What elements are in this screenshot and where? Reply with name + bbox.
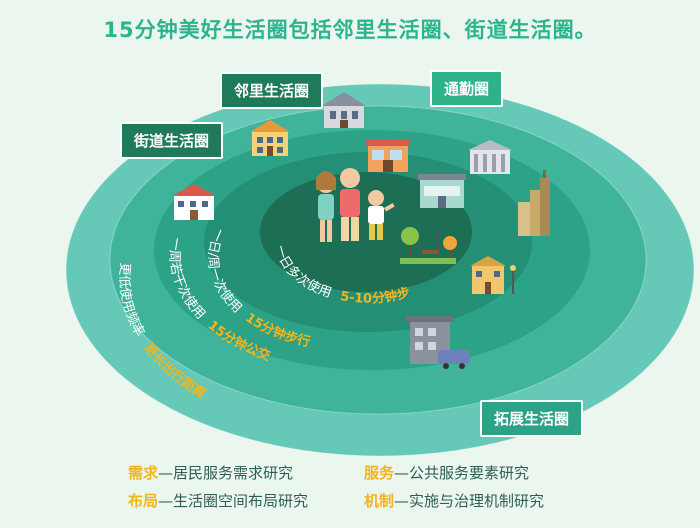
layout-text: —生活圈空间布局研究 [158,492,309,510]
neighborhood-circle-tag: 邻里生活圈 [220,72,324,109]
page-title: 15分钟美好生活圈包括邻里生活圈、街道生活圈。 [103,18,597,42]
layout-key: 布局 [128,492,159,510]
demand-line: 需求—居民服务需求研究 [128,462,293,483]
demand-key: 需求 [128,464,159,482]
mechanism-line: 机制—实施与治理机制研究 [364,490,544,511]
expand-circle-tag: 拓展生活圈 [480,400,584,437]
service-key: 服务 [364,464,395,482]
shop-icon [366,140,410,172]
family-icon [316,168,395,242]
skyscraper-icon [518,170,550,236]
hospital-icon [406,316,470,369]
apartment-icon [250,120,290,156]
library-icon [470,256,516,294]
street-circle-tag: 街道生活圈 [120,122,224,159]
service-text: —公共服务要素研究 [394,464,530,482]
government-building-icon [468,140,512,174]
mechanism-key: 机制 [364,492,395,510]
layout-line: 布局—生活圈空间布局研究 [128,490,308,511]
park-icon [400,227,457,264]
service-line: 服务—公共服务要素研究 [364,462,529,483]
market-icon [418,174,466,208]
school-icon [172,184,216,220]
demand-text: —居民服务需求研究 [158,464,294,482]
townhouse-icon [322,92,366,128]
commute-circle-tag: 通勤圈 [430,70,504,107]
mechanism-text: —实施与治理机制研究 [394,492,545,510]
